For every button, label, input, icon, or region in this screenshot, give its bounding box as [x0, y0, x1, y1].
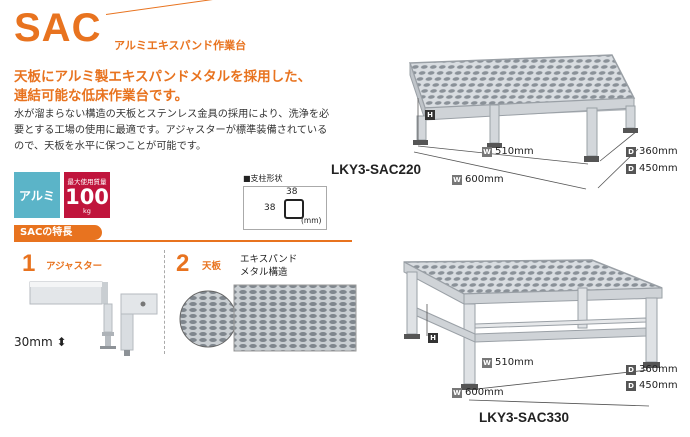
- product-1-depth-outer: D 450mm: [626, 163, 678, 174]
- mesh-closeup-icon: [179, 290, 237, 348]
- product-1-depth-inner: D 360mm: [626, 146, 678, 157]
- product-2-depth-inner-value: 360mm: [639, 364, 678, 375]
- header-divider: [105, 0, 364, 15]
- post-dim-top: 38: [286, 187, 298, 197]
- headline-line-2: 連結可能な低床作業台です。: [14, 88, 189, 104]
- post-dim-unit: (mm): [301, 216, 322, 225]
- product-2-depth-outer-value: 450mm: [639, 380, 678, 391]
- product-1-height-tag: H: [425, 110, 435, 120]
- product-2-width-inner: W 510mm: [482, 357, 534, 368]
- post-shape-label: ■支柱形状: [243, 174, 283, 183]
- feature-2-desc-line-2: メタル構造: [240, 267, 288, 278]
- headline: 天板にアルミ製エキスパンドメタルを採用した、 連結可能な低床作業台です。: [14, 68, 311, 106]
- product-1-depth-outer-value: 450mm: [639, 163, 678, 174]
- product-2-depth-inner: D 360mm: [626, 364, 678, 375]
- feature-2-description: エキスパンド メタル構造: [240, 253, 297, 279]
- adjuster-range: 30mm ⬍: [14, 335, 67, 349]
- feature-1-label: アジャスター: [46, 261, 103, 272]
- description-line-1: 水が溜まらない構造の天板とステンレス金具の採用により、洗浄を必: [14, 109, 330, 120]
- adjuster-photo: [29, 281, 158, 356]
- product-1-width-tag: W: [482, 146, 492, 157]
- mesh-panel-icon: [233, 284, 357, 352]
- post-shape-box: [243, 186, 327, 230]
- product-series-title: SAC: [14, 6, 102, 50]
- product-1-width-inner: W 510mm: [482, 146, 534, 157]
- product-2-width-tag: W: [482, 357, 492, 368]
- headline-line-1: 天板にアルミ製エキスパンドメタルを採用した、: [14, 69, 312, 85]
- product-2-width-outer-value: 600mm: [465, 387, 504, 398]
- product-1-width-inner-value: 510mm: [495, 146, 534, 157]
- tall-platform-icon: [403, 259, 663, 390]
- features-divider: [14, 240, 352, 242]
- post-dim-left: 38: [264, 203, 276, 213]
- product-2-width-inner-value: 510mm: [495, 357, 534, 368]
- product-2-width-outer-tag: W: [452, 387, 462, 398]
- product-1-illustration: [408, 54, 639, 190]
- product-2-model: LKY3-SAC330: [479, 410, 570, 425]
- product-2-depth-outer-tag: D: [626, 380, 636, 391]
- expanded-metal-photo: [179, 284, 357, 352]
- product-2-illustration: [403, 259, 663, 407]
- product-2-depth-tag: D: [626, 364, 636, 375]
- product-1-depth-outer-tag: D: [626, 163, 636, 174]
- features-tab: SACの特長: [14, 225, 102, 240]
- material-badge: アルミ: [14, 172, 60, 218]
- product-2-width-outer: W 600mm: [452, 387, 504, 398]
- product-1-model: LKY3-SAC220: [331, 162, 422, 177]
- product-2-depth-outer: D 450mm: [626, 380, 678, 391]
- features-column-divider: [164, 250, 165, 354]
- load-capacity-unit: kg: [83, 207, 91, 215]
- product-2-height-tag: H: [428, 333, 438, 343]
- product-1-depth-inner-value: 360mm: [639, 146, 678, 157]
- description-line-3: ので、天板を水平に保つことが可能です。: [14, 141, 207, 152]
- square-tube-icon: [284, 199, 304, 219]
- feature-2-number: 2: [176, 250, 190, 277]
- product-2-height-label: H: [428, 333, 438, 343]
- product-1-height-label: H: [425, 110, 435, 120]
- product-1-width-outer-value: 600mm: [465, 174, 504, 185]
- up-down-arrow-icon: ⬍: [56, 335, 67, 349]
- product-1-depth-tag: D: [626, 146, 636, 157]
- material-badge-label: アルミ: [19, 188, 55, 203]
- feature-2-desc-line-1: エキスパンド: [240, 254, 298, 265]
- feature-2-label: 天板: [202, 261, 222, 272]
- description: 水が溜まらない構造の天板とステンレス金具の採用により、洗浄を必 要とする工場の使…: [14, 107, 374, 155]
- adjuster-range-value: 30mm: [14, 335, 53, 349]
- load-capacity-badge: 最大使用質量 100 kg: [64, 172, 110, 218]
- load-capacity-value: 100: [65, 185, 109, 209]
- feature-1-number: 1: [22, 250, 36, 277]
- low-platform-icon: [408, 54, 638, 162]
- product-subtitle: アルミエキスパンド作業台: [114, 39, 247, 52]
- description-line-2: 要とする工場の使用に最適です。アジャスターが標準装備されている: [14, 125, 328, 136]
- load-capacity-label: 最大使用質量: [67, 178, 107, 186]
- adjuster-closeup-icon: [29, 281, 158, 356]
- product-1-width-outer: W 600mm: [452, 174, 504, 185]
- product-1-width-outer-tag: W: [452, 174, 462, 185]
